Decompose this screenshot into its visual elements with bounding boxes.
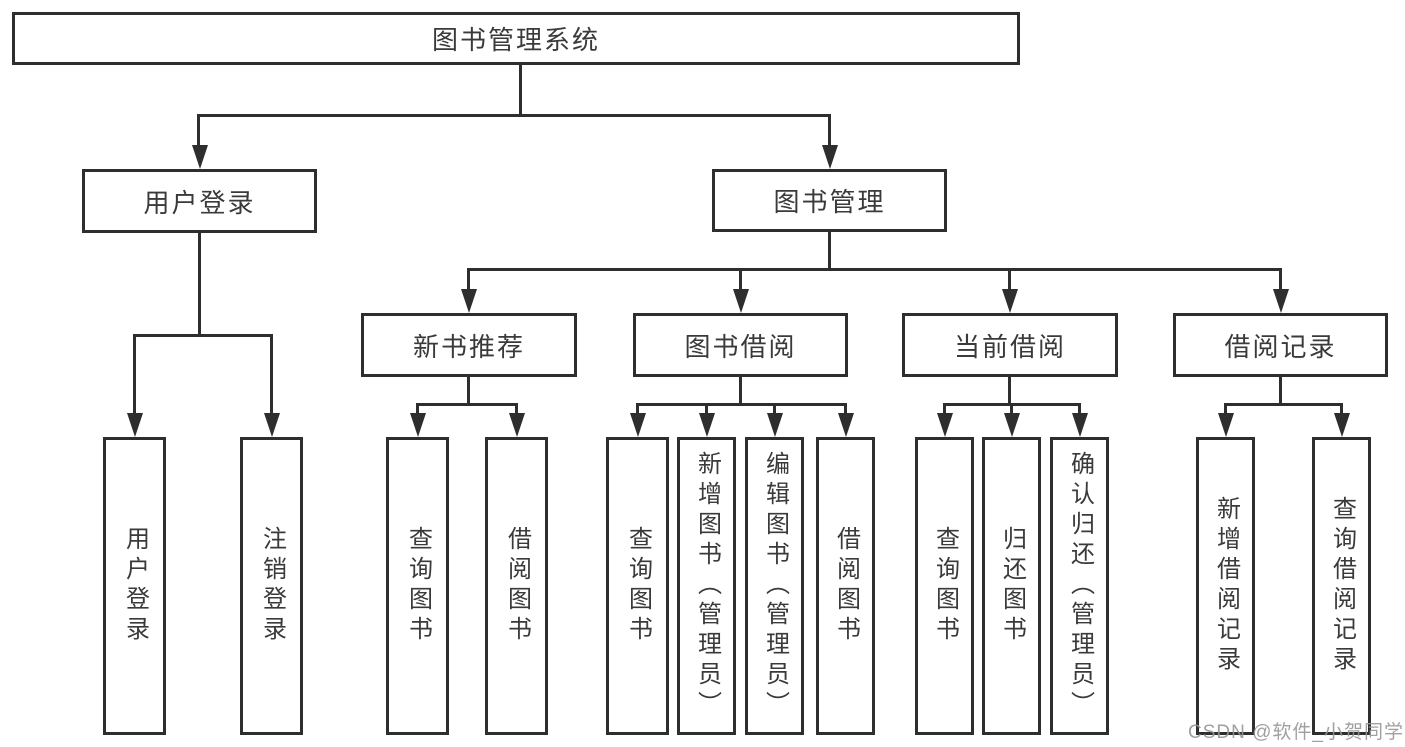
csdn-watermark: CSDN @软件_小贺同学	[1188, 722, 1404, 743]
connector-line	[773, 403, 776, 415]
connector-line	[467, 268, 470, 291]
node-label: 查询图书	[404, 526, 432, 646]
arrow-down-icon	[766, 413, 783, 437]
leaf-borrow-books-recommend: 借阅图书	[485, 437, 548, 735]
connector-line	[198, 233, 201, 337]
node-user-login: 用户登录	[82, 169, 317, 233]
node-book-management: 图书管理	[712, 169, 947, 232]
arrow-down-icon	[263, 413, 280, 437]
node-label: 查询图书	[931, 526, 959, 646]
connector-line	[515, 403, 518, 415]
node-label: 图书借阅	[684, 331, 797, 362]
leaf-borrow-books-borrowing: 借阅图书	[816, 437, 875, 735]
node-label: 新增图书（管理员）	[693, 451, 721, 721]
node-label: 图书管理	[773, 187, 886, 217]
arrow-down-icon	[508, 413, 525, 437]
connector-line	[416, 403, 419, 415]
connector-line	[416, 403, 518, 406]
arrow-down-icon	[1272, 289, 1289, 313]
leaf-return-books: 归还图书	[982, 437, 1041, 735]
leaf-user-login: 用户登录	[103, 437, 166, 735]
node-borrowing-records: 借阅记录	[1173, 313, 1388, 377]
leaf-query-books-borrowing: 查询图书	[606, 437, 669, 735]
connector-line	[739, 377, 742, 406]
connector-line	[1010, 403, 1013, 415]
connector-line	[519, 65, 522, 117]
connector-line	[943, 403, 946, 415]
arrow-down-icon	[1001, 289, 1018, 313]
connector-line	[705, 403, 708, 415]
connector-line	[197, 114, 200, 146]
connector-line	[636, 403, 639, 415]
arrow-down-icon	[1071, 413, 1088, 437]
node-label: 查询借阅记录	[1328, 496, 1356, 676]
arrow-down-icon	[1333, 413, 1350, 437]
connector-line	[1279, 268, 1282, 291]
node-label: 确认归还（管理员）	[1066, 451, 1094, 721]
arrow-down-icon	[409, 413, 426, 437]
leaf-add-borrow-record: 新增借阅记录	[1196, 437, 1255, 735]
node-label: 查询图书	[624, 526, 652, 646]
node-book-borrowing: 图书借阅	[633, 313, 848, 377]
arrow-down-icon	[1003, 413, 1020, 437]
connector-line	[1008, 377, 1011, 406]
arrow-down-icon	[821, 145, 838, 169]
connector-line	[197, 114, 831, 117]
node-label: 注销登录	[258, 526, 286, 646]
arrow-down-icon	[698, 413, 715, 437]
node-label: 借阅图书	[832, 526, 860, 646]
connector-line	[1340, 403, 1343, 415]
arrow-down-icon	[126, 413, 143, 437]
leaf-query-borrow-record: 查询借阅记录	[1312, 437, 1371, 735]
arrow-down-icon	[936, 413, 953, 437]
connector-line	[1279, 377, 1282, 406]
leaf-confirm-return-admin: 确认归还（管理员）	[1050, 437, 1109, 735]
connector-line	[1224, 403, 1342, 406]
arrow-down-icon	[460, 289, 477, 313]
connector-line	[467, 377, 470, 406]
node-label: 借阅记录	[1224, 331, 1337, 362]
connector-line	[844, 403, 847, 415]
arrow-down-icon	[837, 413, 854, 437]
connector-line	[636, 403, 847, 406]
connector-line	[133, 334, 136, 415]
arrow-down-icon	[732, 289, 749, 313]
leaf-query-books-recommend: 查询图书	[386, 437, 449, 735]
leaf-add-book-admin: 新增图书（管理员）	[677, 437, 736, 735]
connector-line	[1224, 403, 1227, 415]
connector-line	[739, 268, 742, 291]
node-label: 借阅图书	[503, 526, 531, 646]
node-new-book-recommendation: 新书推荐	[361, 313, 577, 377]
leaf-query-books-current: 查询图书	[915, 437, 974, 735]
connector-line	[270, 334, 273, 415]
node-label: 编辑图书（管理员）	[761, 451, 789, 721]
arrow-down-icon	[191, 145, 208, 169]
node-current-borrowing: 当前借阅	[902, 313, 1118, 377]
node-library-management-system: 图书管理系统	[12, 12, 1020, 65]
connector-line	[1008, 268, 1011, 291]
arrow-down-icon	[629, 413, 646, 437]
node-label: 用户登录	[143, 187, 256, 218]
node-label: 新书推荐	[412, 331, 525, 362]
node-label: 图书管理系统	[431, 25, 600, 55]
leaf-logout: 注销登录	[240, 437, 303, 735]
connector-line	[1078, 403, 1081, 415]
connector-line	[828, 232, 831, 271]
arrow-down-icon	[1217, 413, 1234, 437]
node-label: 用户登录	[121, 526, 149, 646]
connector-line	[828, 114, 831, 146]
node-label: 当前借阅	[953, 331, 1066, 362]
node-label: 新增借阅记录	[1212, 496, 1240, 676]
connector-line	[467, 268, 1282, 271]
leaf-edit-book-admin: 编辑图书（管理员）	[745, 437, 804, 735]
node-label: 归还图书	[998, 526, 1026, 646]
connector-line	[133, 334, 273, 337]
